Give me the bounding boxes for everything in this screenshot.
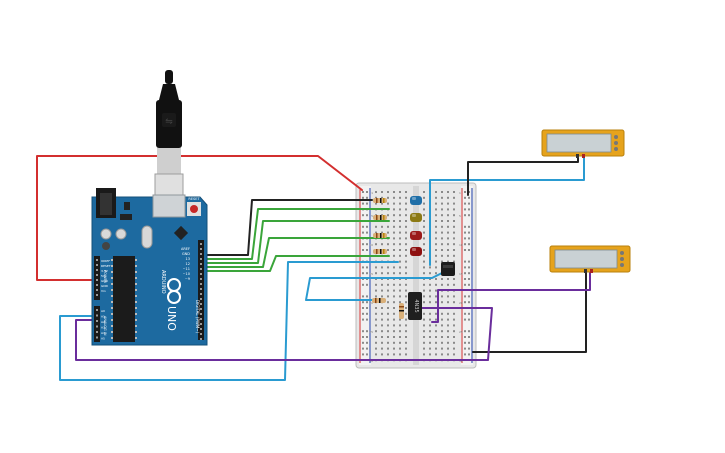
row-number: 20: [459, 301, 463, 305]
brand-label: ARDUINO: [160, 270, 166, 294]
wire-black-meter-bottom[interactable]: [472, 270, 587, 353]
power-section-label: POWER: [103, 270, 107, 284]
wire-green-4[interactable]: [204, 255, 390, 272]
power-pin-label: GND: [101, 284, 109, 288]
analog-pin-label: A1: [101, 315, 105, 319]
power-pin-label: Vin: [101, 289, 106, 293]
meter-bottom[interactable]: [549, 245, 631, 273]
wire-purple-1[interactable]: [75, 307, 493, 361]
ic-label: 4N35: [413, 299, 419, 312]
reset-label: RESET: [188, 197, 200, 201]
led-group: [373, 196, 422, 256]
power-pin-label: IOREF: [101, 259, 110, 263]
gnd-label: GND: [182, 252, 190, 256]
resistor[interactable]: [373, 198, 387, 203]
wire-blue-1[interactable]: [305, 271, 445, 301]
pin11-label: ~11: [183, 267, 190, 271]
breadboard-holes: [362, 191, 470, 362]
row-number: 10: [459, 243, 463, 247]
meter-top[interactable]: [541, 129, 625, 158]
power-pin-label: 5V: [101, 274, 106, 278]
row-number: 1: [371, 191, 373, 195]
pin13-label: 13: [186, 257, 190, 261]
wire-green-3[interactable]: [204, 237, 390, 268]
row-number: 15: [369, 272, 373, 276]
power-pin-label: GND: [101, 279, 109, 283]
led[interactable]: [410, 196, 422, 205]
row-number: 30: [459, 359, 463, 363]
analog-pin-label: A4: [101, 331, 105, 335]
row-number: 1: [459, 191, 461, 195]
row-number: 5: [459, 214, 461, 218]
pin10-label: ~10: [183, 272, 190, 276]
wire-black-gnd[interactable]: [204, 199, 373, 256]
arduino-board[interactable]: RESET ARDUINO UNO AREF GND 13 12 ~11 ~10: [91, 188, 208, 346]
row-number: 25: [459, 330, 463, 334]
optocoupler-ic[interactable]: 4N35: [408, 292, 422, 320]
analog-pin-label: A5: [101, 337, 105, 341]
header-pins: [96, 243, 202, 340]
digital-section-label: DIGITAL (PWM~): [195, 300, 200, 334]
wire-blue-2[interactable]: [429, 156, 585, 266]
aref-label: AREF: [181, 247, 190, 251]
led[interactable]: [410, 247, 422, 256]
row-number: 5: [371, 214, 373, 218]
pin9-label: ~9: [185, 277, 190, 281]
analog-pin-label: A0: [101, 309, 105, 313]
wire-green-1[interactable]: [204, 208, 390, 260]
power-pin-label: RESET: [101, 264, 111, 268]
analog-pin-label: A2: [101, 320, 105, 324]
wire-green-2[interactable]: [204, 220, 390, 264]
wire-black-meter-top[interactable]: [467, 156, 579, 196]
row-number: 20: [369, 301, 373, 305]
resistor[interactable]: [373, 233, 387, 238]
analog-pin-label: A3: [101, 326, 105, 330]
wire-purple-2[interactable]: [431, 270, 591, 323]
arduino-logo-icon: [167, 278, 181, 304]
wire-blue-3[interactable]: [59, 261, 399, 381]
row-number: 15: [459, 272, 463, 276]
usb-cable[interactable]: ⇋: [154, 70, 184, 199]
wire-red-power[interactable]: [36, 155, 363, 281]
led[interactable]: [410, 213, 422, 222]
transistor[interactable]: [441, 262, 455, 276]
analog-section-label: ANALOG IN: [103, 316, 107, 336]
resistor-ic-1[interactable]: [372, 298, 386, 303]
resistor-ic-2[interactable]: [399, 303, 404, 319]
row-number: 25: [369, 330, 373, 334]
row-number: 10: [369, 243, 373, 247]
model-label: UNO: [165, 306, 178, 331]
led[interactable]: [410, 231, 422, 240]
usb-icon: ⇋: [165, 117, 173, 127]
resistor[interactable]: [373, 215, 387, 220]
row-number: 30: [369, 359, 373, 363]
resistor[interactable]: [373, 249, 387, 254]
main-chip-pins: [111, 259, 137, 339]
pin12-label: 12: [186, 262, 190, 266]
power-pin-label: 3.3V: [101, 269, 109, 273]
